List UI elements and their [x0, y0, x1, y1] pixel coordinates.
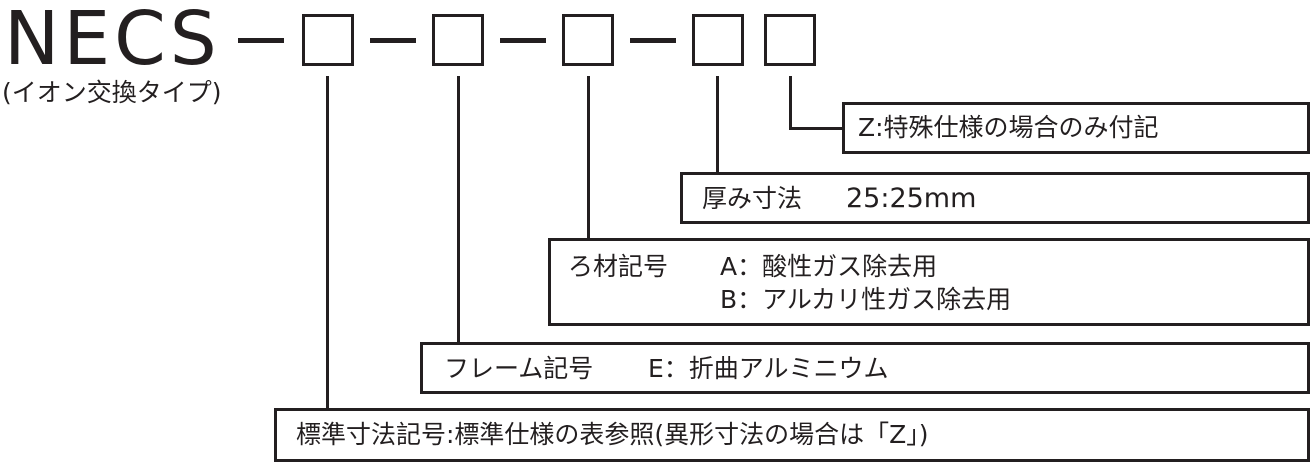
code-slot-filter-media [562, 14, 614, 66]
leader-line-thickness [716, 76, 719, 174]
code-slot-frame [432, 14, 484, 66]
code-separator-dash [500, 38, 546, 43]
code-slot-special-spec [764, 14, 816, 66]
frame-label: フレーム記号 [444, 354, 594, 383]
special-spec-box [842, 102, 1310, 154]
leader-line-frame [457, 76, 460, 344]
code-separator-dash [238, 38, 284, 43]
special-spec-text: Z:特殊仕様の場合のみ付記 [858, 113, 1159, 142]
standard-size-box [274, 408, 1310, 462]
leader-line-filter-media [587, 76, 590, 240]
filter-media-box [548, 238, 1310, 326]
code-slot-thickness [692, 14, 744, 66]
leader-line-special-spec [789, 76, 792, 130]
thickness-option: 25:25mm [846, 183, 977, 214]
standard-size-text: 標準寸法記号:標準仕様の表参照(異形寸法の場合は「Z」) [296, 420, 929, 449]
code-separator-dash [370, 38, 416, 43]
filter-media-option-a: A：酸性ガス除去用 [720, 252, 938, 281]
leader-line-standard-size [326, 76, 329, 410]
code-slot-standard-size [302, 14, 354, 66]
filter-media-option-b: B：アルカリ性ガス除去用 [720, 285, 1012, 314]
thickness-label: 厚み寸法 [702, 184, 803, 213]
model-type-subtitle: (イオン交換タイプ) [2, 78, 222, 107]
frame-box [420, 342, 1310, 394]
leader-line-special-spec-horizontal [789, 127, 845, 130]
filter-media-label: ろ材記号 [568, 252, 669, 281]
frame-option: E：折曲アルミニウム [648, 354, 889, 383]
code-separator-dash [630, 38, 676, 43]
model-code-prefix: NECS [4, 0, 221, 82]
thickness-box [680, 172, 1310, 224]
